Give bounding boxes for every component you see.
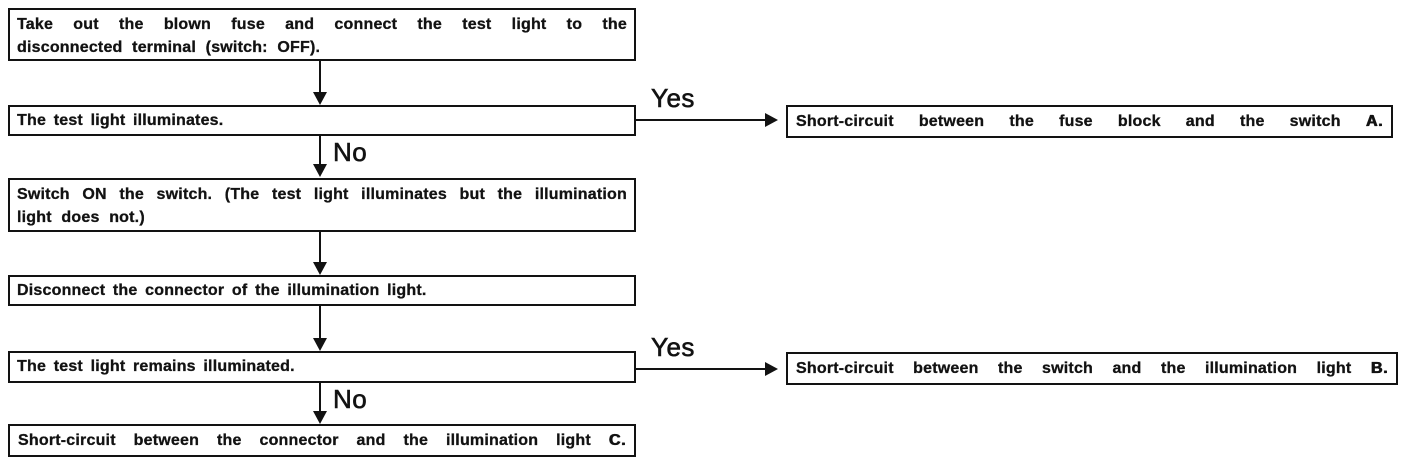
arrowhead-down-icon	[313, 262, 327, 275]
connector-disconnect-to-check2	[319, 306, 321, 339]
result-b-tag: B.	[1370, 360, 1388, 377]
result-b-text: Short-circuit between the switch and the…	[796, 360, 1352, 377]
arrowhead-right-icon	[765, 113, 778, 127]
connector-check2-to-result-c	[319, 383, 321, 411]
node-disconnect-connector-text: Disconnect the connector of the illumina…	[17, 281, 427, 299]
arrowhead-down-icon	[313, 338, 327, 351]
edge-label-no-top: No	[333, 137, 368, 167]
node-take-out-fuse: Take out the blown fuse and connect the …	[8, 8, 636, 61]
node-switch-on-line2: light does not.)	[17, 209, 145, 226]
node-short-circuit-fuse-block-switch: Short-circuit between the fuse block and…	[786, 105, 1393, 138]
result-a-tag: A.	[1365, 113, 1383, 130]
node-test-light-remains: The test light remains illuminated.	[8, 351, 636, 383]
node-short-circuit-connector-illumination: Short-circuit between the connector and …	[8, 424, 636, 457]
edge-label-no-bottom: No	[333, 384, 368, 414]
node-test-light-illuminates-text: The test light illuminates.	[17, 111, 224, 129]
connector-check2-to-result-b	[636, 368, 767, 370]
connector-switch-on-to-disconnect	[319, 232, 321, 263]
node-take-out-fuse-line1: Take out the blown fuse and connect the …	[17, 16, 627, 33]
node-disconnect-connector: Disconnect the connector of the illumina…	[8, 275, 636, 306]
arrowhead-down-icon	[313, 164, 327, 177]
arrowhead-down-icon	[313, 411, 327, 424]
node-test-light-remains-text: The test light remains illuminated.	[17, 358, 295, 375]
connector-check1-to-result-a	[636, 119, 767, 121]
node-switch-on: Switch ON the switch. (The test light il…	[8, 178, 636, 232]
node-take-out-fuse-line2: disconnected terminal (switch: OFF).	[17, 39, 321, 56]
arrowhead-down-icon	[313, 92, 327, 105]
edge-label-yes-bottom: Yes	[651, 332, 695, 362]
edge-label-yes-top: Yes	[651, 83, 695, 113]
node-test-light-illuminates: The test light illuminates.	[8, 105, 636, 136]
result-a-text: Short-circuit between the fuse block and…	[796, 113, 1341, 130]
arrowhead-right-icon	[765, 362, 778, 376]
connector-start-to-check1	[319, 61, 321, 94]
connector-check1-to-switch-on	[319, 136, 321, 164]
node-switch-on-line1: Switch ON the switch. (The test light il…	[17, 186, 627, 203]
result-c-text: Short-circuit between the connector and …	[18, 432, 591, 449]
node-short-circuit-switch-illumination: Short-circuit between the switch and the…	[786, 352, 1398, 385]
result-c-tag: C.	[608, 432, 626, 449]
